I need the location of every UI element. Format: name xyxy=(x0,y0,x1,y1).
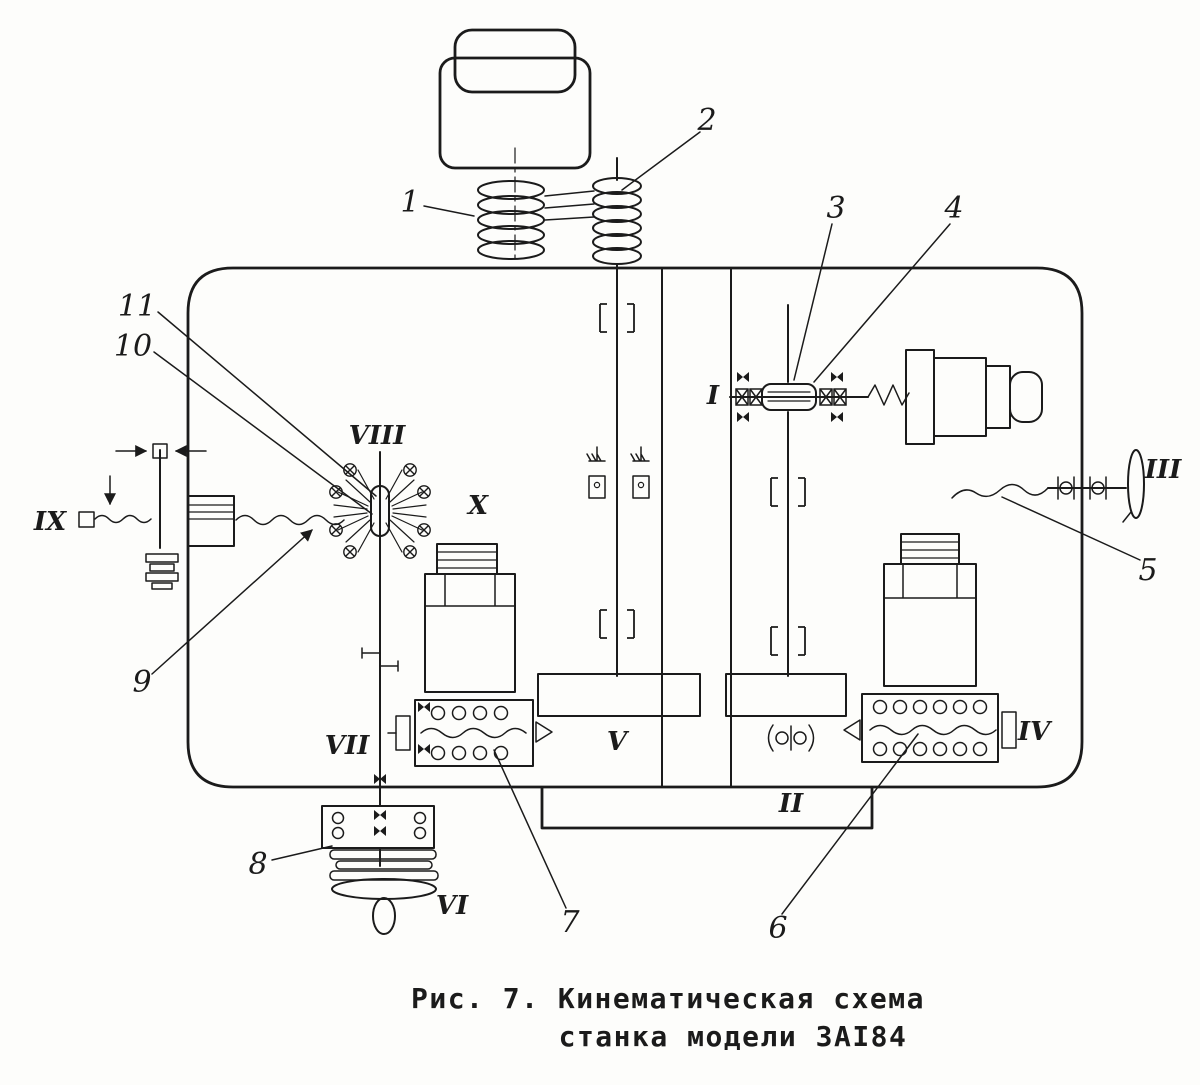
clutch-comb-left xyxy=(586,446,606,462)
worm-wave xyxy=(869,724,997,736)
part-label-5: 5 xyxy=(1138,553,1157,588)
table-block-right xyxy=(725,673,847,717)
shaft-V-assembly xyxy=(537,263,701,717)
part-label-8: 8 xyxy=(248,847,267,882)
leader-lines xyxy=(151,131,1141,915)
shaft-label-VII: VII xyxy=(325,731,370,761)
part-label-9: 9 xyxy=(132,665,151,700)
dresser-unit-VI xyxy=(321,805,439,935)
shaft-label-X: X xyxy=(466,491,490,521)
belt-drive xyxy=(477,157,642,265)
machine-body-outline xyxy=(186,266,1084,830)
worm xyxy=(370,485,390,537)
shaft-label-II: II xyxy=(778,789,804,819)
caption-line-1: Рис. 7. Кинематическая схема xyxy=(411,982,925,1015)
gear-pair-glyph xyxy=(767,724,815,752)
bevel-gear-unit-I xyxy=(729,304,910,422)
belt-lines xyxy=(544,190,595,221)
part-number-labels: 1 2 3 4 5 6 7 8 9 10 11 xyxy=(114,103,1158,946)
inner-partitions xyxy=(661,267,732,788)
part-label-3: 3 xyxy=(826,191,845,226)
spindle-head-X xyxy=(387,543,553,767)
table-block-left xyxy=(537,673,701,717)
figure-caption: Рис. 7. Кинематическая схема станка моде… xyxy=(411,982,925,1053)
shaft-label-VI: VI xyxy=(436,891,469,921)
piston-cylinder xyxy=(187,495,235,547)
shaft-label-V: V xyxy=(607,727,630,757)
part-label-7: 7 xyxy=(560,905,580,940)
drive-motor-right xyxy=(905,349,1043,445)
cone-clutch-arrow xyxy=(843,719,861,741)
worm-wheel-rays xyxy=(333,469,427,553)
part-label-11: 11 xyxy=(118,289,156,324)
shaft-label-IV: IV xyxy=(1017,717,1053,747)
shaft-II-assembly xyxy=(725,411,847,752)
shaft-label-III: III xyxy=(1144,455,1182,485)
part-label-1: 1 xyxy=(400,185,419,220)
body-bottom-step xyxy=(540,786,874,830)
handwheel xyxy=(1127,449,1145,519)
shaft-roman-labels: I II III IV V VI VII VIII IX X xyxy=(33,381,1182,921)
feed-mechanism-IX xyxy=(78,443,345,590)
worm-shaft-VIII xyxy=(329,451,431,807)
part-label-4: 4 xyxy=(943,191,963,226)
dog-clutch xyxy=(361,647,399,672)
shaft-label-I: I xyxy=(706,381,720,411)
spring-coupling xyxy=(867,384,910,406)
worm-wave xyxy=(420,727,527,739)
caption-line-2: станка модели 3AI84 xyxy=(559,1020,908,1053)
cone-clutch-arrow xyxy=(535,721,553,743)
clutch-comb-right xyxy=(630,446,650,462)
shaft-label-VIII: VIII xyxy=(349,421,406,451)
dresser-tip xyxy=(372,897,396,935)
part-label-10: 10 xyxy=(114,329,152,364)
flexible-shaft-wave xyxy=(235,514,345,526)
part-label-2: 2 xyxy=(696,103,716,138)
handwheel-III xyxy=(951,449,1145,523)
flexible-shaft-wave xyxy=(951,483,1049,499)
shaft-label-IX: IX xyxy=(33,507,68,537)
part-label-6: 6 xyxy=(768,911,787,946)
spindle-head-IV xyxy=(843,533,1017,763)
